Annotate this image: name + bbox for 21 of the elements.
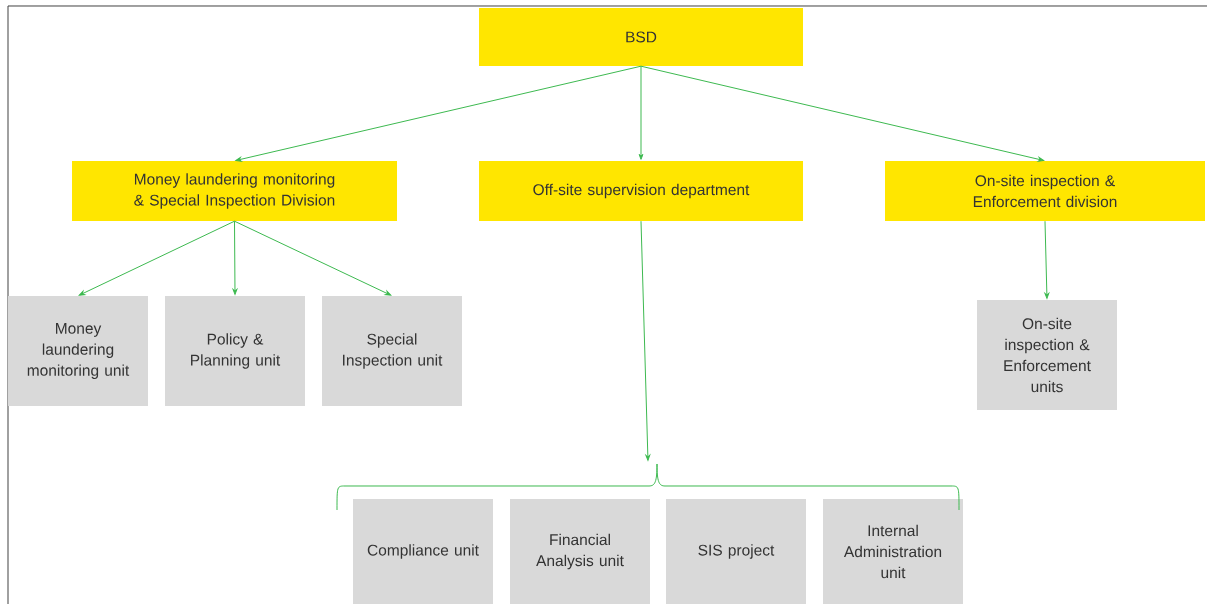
arrow xyxy=(235,65,642,162)
unit-box: SIS project xyxy=(666,499,806,604)
unit-box: On-site inspection & Enforcement units xyxy=(977,300,1117,410)
department-box: Money laundering monitoring & Special Inspection Division xyxy=(72,161,397,221)
arrow xyxy=(1044,220,1050,299)
bracket xyxy=(336,463,960,511)
arrow xyxy=(638,65,644,160)
arrow xyxy=(640,65,1045,162)
unit-box: Money laundering monitoring unit xyxy=(8,296,148,406)
unit-box: Internal Administration unit xyxy=(823,499,963,604)
arrow xyxy=(78,220,235,296)
unit-box: Financial Analysis unit xyxy=(510,499,650,604)
department-box: On-site inspection & Enforcement division xyxy=(885,161,1205,221)
department-box: Off-site supervision department xyxy=(479,161,803,221)
arrow xyxy=(232,220,238,295)
department-box: BSD xyxy=(479,8,803,66)
arrow xyxy=(234,220,392,296)
arrow xyxy=(640,220,651,461)
unit-box: Policy & Planning unit xyxy=(165,296,305,406)
unit-box: Compliance unit xyxy=(353,499,493,604)
unit-box: Special Inspection unit xyxy=(322,296,462,406)
